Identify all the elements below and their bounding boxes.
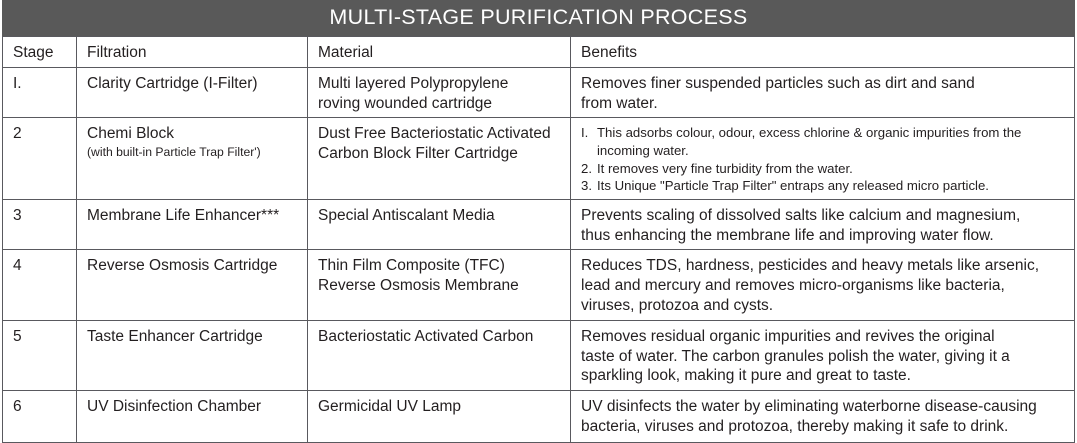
cell-stage: 2 <box>2 117 77 200</box>
filtration-name: Membrane Life Enhancer*** <box>87 206 280 224</box>
filtration-name: Chemi Block <box>87 125 174 143</box>
column-header-benefits: Benefits <box>570 36 1075 68</box>
cell-stage: 5 <box>2 319 77 392</box>
benefits-numbered-list: I. This adsorbs colour, odour, excess chl… <box>581 124 1066 194</box>
table-title-bar: MULTI-STAGE PURIFICATION PROCESS <box>2 0 1075 36</box>
list-item-number: 2. <box>581 160 592 176</box>
list-item: 3. Its Unique "Particle Trap Filter" entr… <box>581 177 1066 195</box>
cell-filtration: UV Disinfection Chamber <box>76 390 308 443</box>
filtration-name: Reverse Osmosis Cartridge <box>87 257 278 275</box>
table-row: 6 UV Disinfection Chamber Germicidal UV … <box>2 390 1075 443</box>
filtration-name: Clarity Cartridge (I-Filter) <box>87 74 258 92</box>
filtration-name: Taste Enhancer Cartridge <box>87 327 263 345</box>
table-row: 2 Chemi Block (with built-in Particle Tr… <box>2 117 1075 200</box>
filtration-sub-note: (with built-in Particle Trap Filter') <box>87 145 261 160</box>
cell-material: Multi layered Polypropylene roving wound… <box>307 66 571 119</box>
cell-material: Dust Free Bacteriostatic Activated Carbo… <box>307 117 571 200</box>
list-item-number: I. <box>581 125 589 141</box>
page-title: MULTI-STAGE PURIFICATION PROCESS <box>329 5 748 30</box>
cell-filtration: Reverse Osmosis Cartridge <box>76 249 308 321</box>
filtration-name: UV Disinfection Chamber <box>87 398 262 416</box>
column-header-material: Material <box>307 36 571 68</box>
cell-material: Bacteriostatic Activated Carbon <box>307 319 571 392</box>
cell-filtration: Taste Enhancer Cartridge <box>76 319 308 392</box>
cell-stage: 4 <box>2 249 77 321</box>
cell-filtration: Clarity Cartridge (I-Filter) <box>76 66 308 119</box>
cell-benefits: Prevents scaling of dissolved salts like… <box>570 198 1075 251</box>
cell-material: Thin Film Composite (TFC) Reverse Osmosi… <box>307 249 571 321</box>
table-row: I. Clarity Cartridge (I-Filter) Multi la… <box>2 66 1075 119</box>
cell-filtration: Membrane Life Enhancer*** <box>76 198 308 251</box>
cell-stage: 6 <box>2 390 77 443</box>
cell-stage: I. <box>2 66 77 119</box>
cell-benefits: UV disinfects the water by eliminating w… <box>570 390 1075 443</box>
cell-benefits: Removes finer suspended particles such a… <box>570 66 1075 119</box>
list-item: 2. It removes very fine turbidity from th… <box>581 160 1066 178</box>
column-header-filtration: Filtration <box>76 36 308 68</box>
table-row: 3 Membrane Life Enhancer*** Special Anti… <box>2 198 1075 251</box>
list-item: I. This adsorbs colour, odour, excess chl… <box>581 124 1066 159</box>
cell-benefits: I. This adsorbs colour, odour, excess chl… <box>570 117 1075 200</box>
cell-benefits: Removes residual organic impurities and … <box>570 319 1075 392</box>
cell-filtration: Chemi Block (with built-in Particle Trap… <box>76 117 308 200</box>
list-item-text: This adsorbs colour, odour, excess chlor… <box>597 125 1022 159</box>
column-header-stage: Stage <box>2 36 77 68</box>
table-header-row: Stage Filtration Material Benefits <box>2 36 1075 68</box>
list-item-text: Its Unique "Particle Trap Filter" entrap… <box>597 178 989 194</box>
cell-material: Special Antiscalant Media <box>307 198 571 251</box>
table-row: 5 Taste Enhancer Cartridge Bacteriostati… <box>2 319 1075 392</box>
cell-stage: 3 <box>2 198 77 251</box>
list-item-text: It removes very fine turbidity from the … <box>597 160 853 176</box>
cell-material: Germicidal UV Lamp <box>307 390 571 443</box>
purification-process-table: Stage Filtration Material Benefits I. Cl… <box>2 36 1075 443</box>
cell-benefits: Reduces TDS, hardness, pesticides and he… <box>570 249 1075 321</box>
list-item-number: 3. <box>581 178 592 194</box>
table-row: 4 Reverse Osmosis Cartridge Thin Film Co… <box>2 249 1075 321</box>
